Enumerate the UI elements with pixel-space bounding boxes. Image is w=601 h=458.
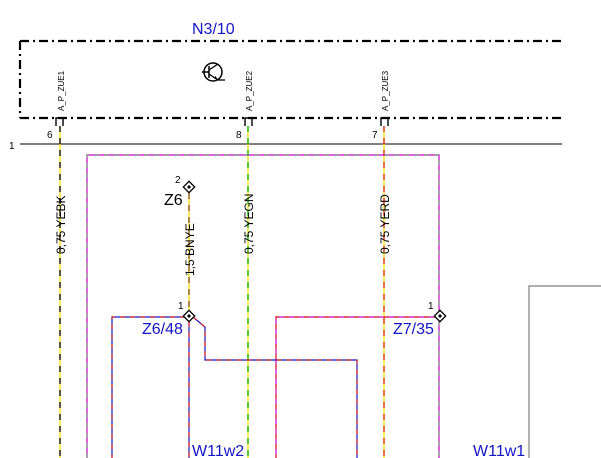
harness-label-w11w1: W11w1 — [473, 443, 525, 458]
rail-label: 1 — [9, 141, 15, 152]
transistor-icon — [202, 62, 225, 82]
wire-label-yegn: 0,75 YEGN — [242, 194, 256, 254]
connector-z6-pin: 2 — [175, 175, 181, 186]
adjacent-component-outline — [528, 285, 601, 458]
connector-z735-icon — [433, 309, 447, 323]
pin-terminals — [55, 117, 389, 126]
connector-z6-label: Z6 — [164, 192, 183, 209]
shield-loop-outer — [86, 154, 440, 458]
branch-z648 — [111, 316, 358, 458]
connector-z648-icon — [182, 309, 196, 323]
pin-signal-label-3: A_P_ZUE3 — [381, 70, 390, 111]
connector-z6-icon — [182, 180, 196, 194]
pin-number-1: 6 — [47, 130, 53, 141]
pin-signal-label-2: A_P_ZUE2 — [245, 70, 254, 111]
pin-signal-label-1: A_P_ZUE1 — [57, 70, 66, 111]
pin-number-3: 7 — [372, 130, 378, 141]
module-boundary — [18, 39, 562, 120]
wire-label-yebk: 0,75 YEBK — [54, 196, 68, 255]
pin-number-2: 8 — [236, 130, 242, 141]
wire-label-bnye: 1,5 BNYE — [183, 223, 197, 276]
connector-z648-pin: 1 — [178, 301, 184, 312]
module-title: N3/10 — [192, 21, 235, 38]
wire-label-yerd: 0,75 YERD — [378, 194, 392, 254]
branch-z735 — [275, 316, 440, 458]
connector-z735-label: Z7/35 — [393, 321, 434, 338]
harness-label-w11w2: W11w2 — [192, 443, 244, 458]
connector-z648-label: Z6/48 — [142, 321, 183, 338]
connector-z735-pin: 1 — [428, 301, 434, 312]
